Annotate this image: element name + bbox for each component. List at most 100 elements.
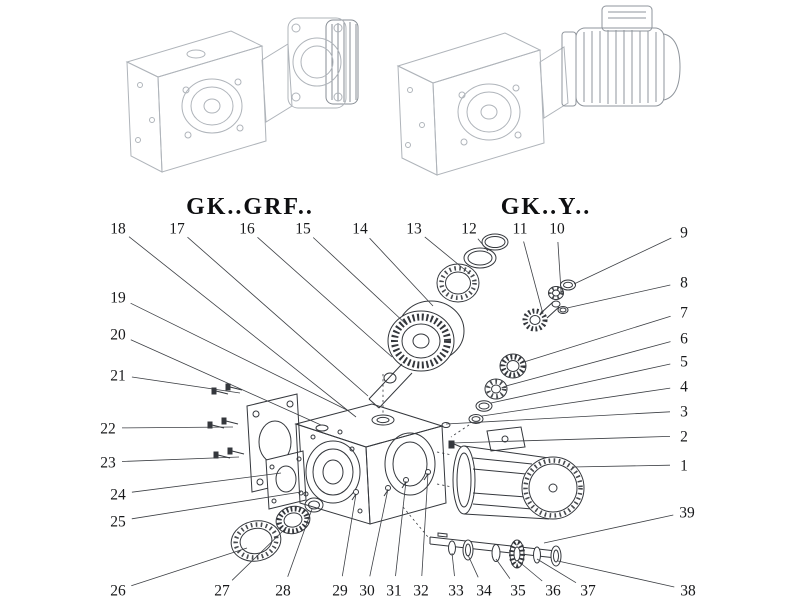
part-number-17: 17 (169, 221, 185, 238)
input-pinion-assembly (522, 279, 576, 332)
part-number-13: 13 (406, 221, 422, 238)
overview-gearbox-grf-drawing (125, 17, 359, 173)
part-number-6: 6 (680, 331, 688, 348)
part-number-38: 38 (680, 583, 696, 600)
housing-box (125, 30, 267, 173)
housing-box (396, 32, 545, 176)
part-number-23: 23 (100, 455, 116, 472)
leader-line-part-22 (121, 426, 234, 429)
motor (436, 426, 585, 520)
cover-plate (265, 450, 307, 510)
leader-line-part-21 (131, 376, 241, 394)
output-gear-shaft-assembly (368, 300, 465, 413)
gearbox-housing (294, 403, 447, 525)
part-number-9: 9 (680, 225, 688, 242)
callout-layer: 1234567891011121314151617181920212223242… (100, 221, 696, 600)
part-number-36: 36 (545, 583, 561, 600)
finned-cover (325, 19, 359, 105)
leader-line-part-14 (369, 237, 434, 307)
leader-line-part-8 (566, 284, 671, 309)
leader-line-part-31 (395, 480, 407, 577)
leader-line-part-33 (451, 552, 455, 577)
part-number-35: 35 (510, 583, 526, 600)
leader-line-part-26 (131, 547, 248, 587)
motor-adapter (539, 46, 569, 119)
part-number-27: 27 (214, 583, 230, 600)
leader-line-part-6 (505, 341, 671, 387)
part-number-14: 14 (352, 221, 368, 238)
part-number-24: 24 (110, 487, 126, 504)
part-number-7: 7 (680, 305, 688, 322)
output-shaft-assembly (402, 506, 562, 569)
leader-line-part-15 (312, 237, 408, 326)
part-number-12: 12 (461, 221, 477, 238)
leader-line-part-36 (516, 559, 543, 582)
part-number-15: 15 (295, 221, 311, 238)
part-number-4: 4 (680, 379, 688, 396)
leader-line-part-7 (523, 315, 671, 363)
part-number-1: 1 (680, 458, 688, 475)
leader-line-part-10 (557, 241, 562, 292)
leader-line-part-20 (130, 339, 322, 426)
part-number-10: 10 (549, 221, 565, 238)
part-number-34: 34 (476, 583, 492, 600)
leader-line-part-32 (421, 472, 429, 577)
part-number-11: 11 (513, 221, 528, 238)
leader-line-part-4 (481, 387, 671, 417)
leader-line-part-39 (543, 514, 674, 544)
leader-line-part-35 (495, 558, 511, 579)
leader-line-part-16 (257, 237, 393, 358)
overview-gearbox-motor-drawing (396, 5, 681, 176)
part-number-16: 16 (239, 221, 255, 238)
leader-line-part-3 (445, 411, 671, 425)
leader-line-part-23 (121, 456, 240, 462)
leader-line-part-9 (573, 237, 672, 285)
leader-line-part-2 (451, 436, 671, 444)
intermediate-gear-parts (441, 353, 527, 438)
leader-line-part-18 (128, 236, 357, 418)
leader-line-part-12 (477, 238, 489, 252)
leader-line-part-28 (287, 508, 313, 577)
leader-line-part-17 (187, 236, 369, 397)
electric-motor (561, 5, 681, 107)
part-number-3: 3 (680, 404, 688, 421)
leader-line-part-13 (424, 236, 471, 275)
leader-line-part-1 (571, 464, 671, 468)
leader-line-part-5 (490, 363, 671, 404)
leader-line-part-24 (131, 472, 282, 493)
flange-bolts (207, 383, 245, 459)
plug-screw (448, 440, 462, 449)
part-number-33: 33 (448, 583, 464, 600)
part-number-31: 31 (386, 583, 402, 600)
leader-line-part-11 (523, 241, 544, 315)
part-number-2: 2 (680, 429, 688, 446)
leader-line-part-37 (536, 558, 577, 584)
model-label-gk-y: GK..Y.. (501, 194, 591, 220)
leader-line-part-29 (341, 493, 357, 577)
leader-line-part-38 (557, 560, 675, 588)
part-number-30: 30 (359, 583, 375, 600)
leader-line-part-19 (130, 302, 348, 411)
part-number-32: 32 (413, 583, 429, 600)
part-number-21: 21 (110, 368, 126, 385)
input-flange (287, 17, 347, 109)
part-number-18: 18 (110, 221, 126, 238)
part-number-8: 8 (680, 275, 688, 292)
part-number-39: 39 (679, 505, 695, 522)
model-label-gk-grf: GK..GRF.. (186, 194, 314, 220)
part-number-19: 19 (110, 290, 126, 307)
bottom-bearing-set (230, 497, 324, 562)
leader-line-part-25 (131, 491, 302, 520)
leader-line-part-34 (467, 554, 479, 578)
part-number-29: 29 (332, 583, 348, 600)
part-number-28: 28 (275, 583, 291, 600)
part-number-20: 20 (110, 327, 126, 344)
part-number-22: 22 (100, 421, 116, 438)
exploded-view (207, 233, 585, 569)
part-number-26: 26 (110, 583, 126, 600)
upper-bearing-and-rings (436, 233, 509, 303)
part-number-37: 37 (580, 583, 596, 600)
leader-line-part-30 (369, 488, 389, 577)
